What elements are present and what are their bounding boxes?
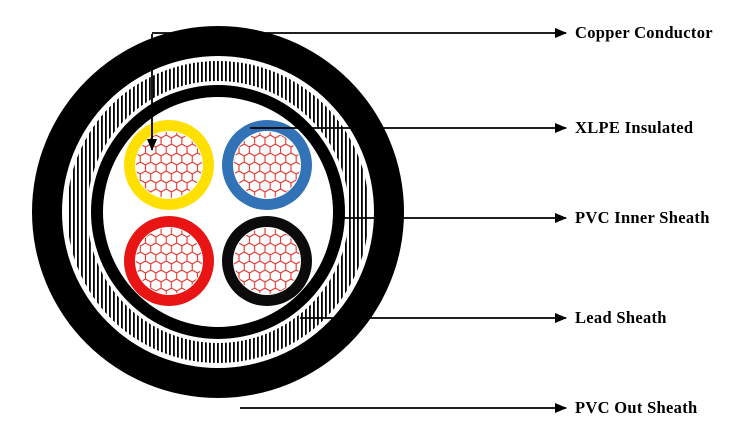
label-pvc-out-sheath: PVC Out Sheath — [575, 398, 697, 417]
core-black — [222, 216, 312, 306]
core-yellow — [124, 120, 214, 210]
label-xlpe-insulated: XLPE Insulated — [575, 118, 693, 137]
copper-strand-mesh — [136, 132, 202, 198]
copper-strand-mesh — [136, 228, 202, 294]
label-copper-conductor: Copper Conductor — [575, 23, 713, 42]
core-red — [124, 216, 214, 306]
core-blue — [222, 120, 312, 210]
labels: Copper Conductor XLPE Insulated PVC Inne… — [575, 23, 713, 417]
label-lead-sheath: Lead Sheath — [575, 308, 667, 327]
copper-strand-mesh — [234, 132, 300, 198]
label-pvc-inner-sheath: PVC Inner Sheath — [575, 208, 710, 227]
copper-strand-mesh — [234, 228, 300, 294]
cable-body — [32, 26, 404, 398]
leader-lines — [147, 28, 567, 413]
